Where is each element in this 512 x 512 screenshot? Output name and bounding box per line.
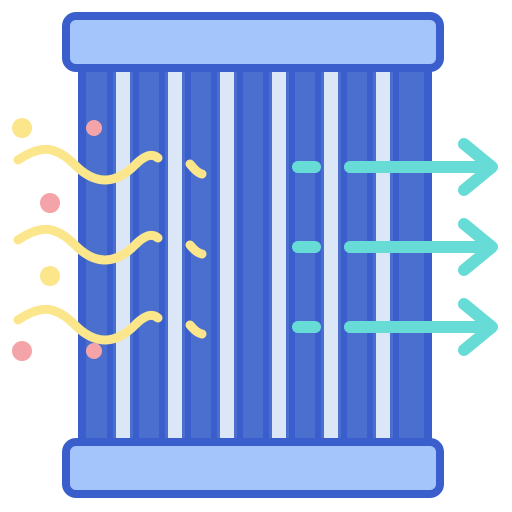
- wavy-air-line: [13, 224, 163, 265]
- red-particle: [86, 343, 102, 359]
- dust-particles: [12, 118, 102, 361]
- filter-pleat-lines: [107, 62, 399, 448]
- filter-body: [78, 56, 432, 454]
- wave-fragment: [185, 240, 207, 259]
- dirty-air-waves: [13, 144, 207, 345]
- pleat-gap: [376, 64, 390, 446]
- arrow-head: [458, 138, 498, 196]
- wavy-air-line: [13, 304, 163, 345]
- yellow-particle: [12, 118, 32, 138]
- wave-fragment: [185, 159, 207, 179]
- red-particle: [12, 341, 32, 361]
- filter-bottom-cap: [62, 438, 444, 498]
- yellow-particle: [40, 266, 60, 286]
- wavy-air-line: [13, 144, 163, 185]
- red-particle: [40, 193, 60, 213]
- arrow-head: [458, 298, 498, 356]
- filter-top-cap: [62, 12, 444, 72]
- red-particle: [86, 120, 102, 136]
- clean-air-arrows: [292, 138, 498, 356]
- wave-fragment: [185, 320, 207, 339]
- arrow-head: [458, 218, 498, 276]
- pleat-gap: [168, 64, 182, 446]
- pleat-gap: [220, 64, 234, 446]
- pleat-gap: [272, 64, 286, 446]
- pleat-gap: [324, 64, 338, 446]
